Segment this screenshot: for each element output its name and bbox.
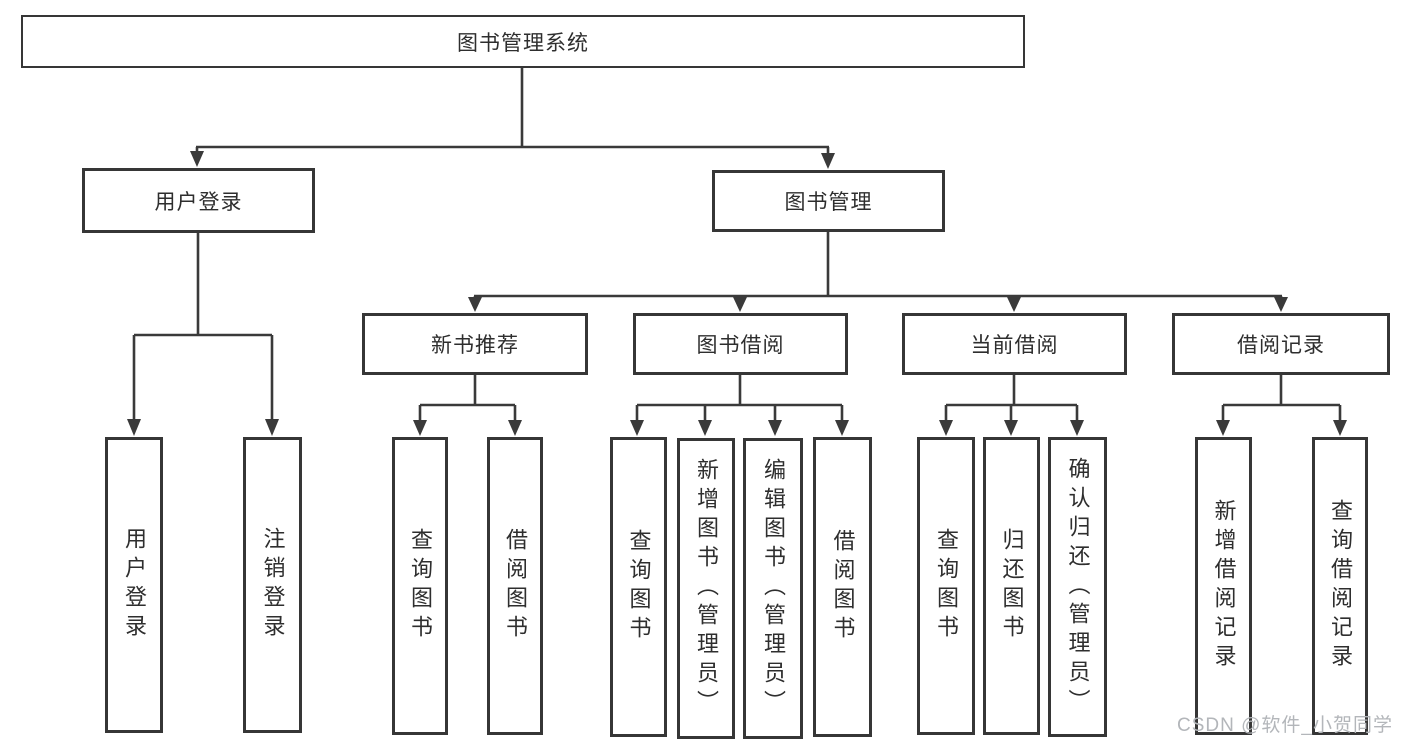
arrow-to-records-module bbox=[1274, 297, 1288, 312]
node-leaf-query-books-1: 查询图书 bbox=[392, 437, 448, 735]
node-leaf-add-borrow-record: 新增借阅记录 bbox=[1195, 437, 1252, 735]
node-leaf-borrow-books-2-label: 借阅图书 bbox=[830, 529, 856, 645]
node-leaf-confirm-return-admin: 确认归还（管理员） bbox=[1048, 437, 1107, 737]
node-leaf-edit-book-admin-label: 编辑图书（管理员） bbox=[761, 458, 786, 719]
node-leaf-query-books-2: 查询图书 bbox=[610, 437, 667, 737]
node-root-label: 图书管理系统 bbox=[457, 31, 589, 55]
node-leaf-borrow-books-2: 借阅图书 bbox=[813, 437, 872, 737]
node-leaf-logout-label: 注销登录 bbox=[260, 527, 286, 643]
node-user-login-branch-label: 用户登录 bbox=[154, 190, 243, 214]
node-book-borrow: 图书借阅 bbox=[633, 313, 848, 375]
node-leaf-user-login: 用户登录 bbox=[105, 437, 163, 733]
node-leaf-query-books-3-label: 查询图书 bbox=[934, 528, 959, 644]
arrow-to-leaf-query-2 bbox=[630, 420, 644, 436]
node-root: 图书管理系统 bbox=[21, 15, 1025, 68]
arrow-to-leaf-user-login bbox=[127, 419, 141, 436]
arrow-to-leaf-borrow-1 bbox=[508, 420, 522, 436]
arrow-to-leaf-return bbox=[1004, 420, 1018, 436]
node-current-borrow: 当前借阅 bbox=[902, 313, 1127, 375]
arrow-to-book-management bbox=[821, 153, 835, 169]
arrow-to-leaf-add-record bbox=[1216, 420, 1230, 436]
node-leaf-borrow-books-1: 借阅图书 bbox=[487, 437, 543, 735]
node-leaf-query-books-3: 查询图书 bbox=[917, 437, 975, 735]
node-leaf-query-borrow-record: 查询借阅记录 bbox=[1312, 437, 1368, 735]
node-leaf-return-book: 归还图书 bbox=[983, 437, 1040, 735]
node-new-book-recommend-label: 新书推荐 bbox=[431, 334, 519, 357]
node-borrow-records-label: 借阅记录 bbox=[1237, 334, 1325, 357]
node-leaf-add-book-admin: 新增图书（管理员） bbox=[677, 438, 735, 739]
arrow-to-leaf-borrow-2 bbox=[835, 420, 849, 436]
arrow-to-leaf-edit-book bbox=[768, 420, 782, 436]
node-current-borrow-label: 当前借阅 bbox=[970, 334, 1059, 357]
node-book-borrow-label: 图书借阅 bbox=[696, 334, 785, 357]
node-leaf-confirm-return-admin-label: 确认归还（管理员） bbox=[1065, 456, 1091, 718]
node-leaf-user-login-label: 用户登录 bbox=[122, 527, 147, 643]
arrow-to-user-login-branch bbox=[190, 151, 204, 167]
arrow-to-leaf-confirm-return bbox=[1070, 420, 1084, 436]
arrow-to-borrow-module bbox=[733, 297, 747, 312]
node-leaf-logout: 注销登录 bbox=[243, 437, 302, 733]
node-leaf-borrow-books-1-label: 借阅图书 bbox=[503, 528, 528, 644]
watermark-text: CSDN @软件_小贺同学 bbox=[1177, 715, 1393, 736]
node-leaf-return-book-label: 归还图书 bbox=[999, 528, 1025, 644]
arrow-to-leaf-query-record bbox=[1333, 420, 1347, 436]
arrow-to-leaf-logout bbox=[265, 419, 279, 436]
node-leaf-edit-book-admin: 编辑图书（管理员） bbox=[743, 438, 803, 739]
arrow-to-leaf-query-1 bbox=[413, 420, 427, 436]
node-book-management: 图书管理 bbox=[712, 170, 945, 232]
arrow-to-current-module bbox=[1007, 297, 1021, 312]
node-borrow-records: 借阅记录 bbox=[1172, 313, 1390, 375]
node-leaf-query-borrow-record-label: 查询借阅记录 bbox=[1328, 499, 1353, 673]
node-leaf-add-book-admin-label: 新增图书（管理员） bbox=[694, 458, 719, 719]
node-user-login-branch: 用户登录 bbox=[82, 168, 315, 233]
node-leaf-query-books-2-label: 查询图书 bbox=[626, 529, 652, 645]
node-book-management-label: 图书管理 bbox=[784, 191, 873, 214]
arrow-to-new-book-module bbox=[468, 297, 482, 312]
arrow-to-leaf-query-3 bbox=[939, 420, 953, 436]
arrow-to-leaf-add-book bbox=[698, 420, 712, 436]
node-leaf-query-books-1-label: 查询图书 bbox=[408, 528, 433, 644]
node-leaf-add-borrow-record-label: 新增借阅记录 bbox=[1211, 499, 1237, 673]
node-new-book-recommend: 新书推荐 bbox=[362, 313, 588, 375]
